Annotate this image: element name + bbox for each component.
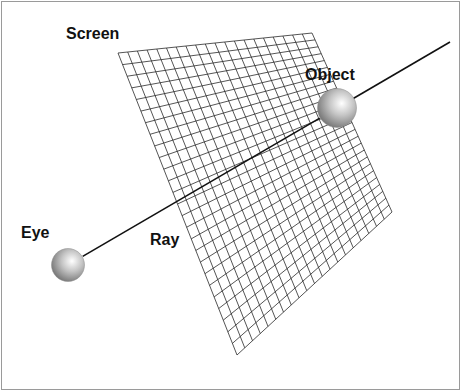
ray-line	[83, 118, 320, 256]
grid-line	[232, 205, 388, 343]
grid-line	[155, 88, 337, 146]
grid-line	[237, 212, 392, 355]
grid-line	[123, 40, 316, 65]
grid-line	[132, 54, 322, 88]
grid-line	[191, 143, 361, 239]
grid-line	[182, 129, 355, 215]
grid-line	[118, 33, 312, 53]
node-label: Eye	[21, 224, 49, 242]
screen-grid	[118, 33, 392, 355]
grid-line	[210, 171, 374, 286]
node-label: Screen	[66, 25, 119, 43]
object-sphere: Object	[317, 88, 357, 128]
grid-line	[219, 184, 380, 308]
eye-sphere: Eye	[51, 248, 85, 282]
grid-line	[173, 116, 349, 193]
sphere	[317, 88, 357, 128]
grid-line	[187, 136, 359, 227]
grid-line	[196, 150, 364, 250]
grid-line	[168, 109, 346, 181]
sphere	[51, 248, 85, 282]
grid-line	[136, 61, 324, 100]
sphere-body	[318, 89, 357, 128]
grid-line	[228, 198, 386, 332]
grid-line	[223, 191, 383, 320]
grid-line	[205, 164, 371, 274]
node-label: Object	[305, 66, 355, 84]
ray-label: Ray	[148, 231, 181, 249]
sphere-body	[52, 249, 85, 282]
grid-line	[141, 67, 328, 111]
